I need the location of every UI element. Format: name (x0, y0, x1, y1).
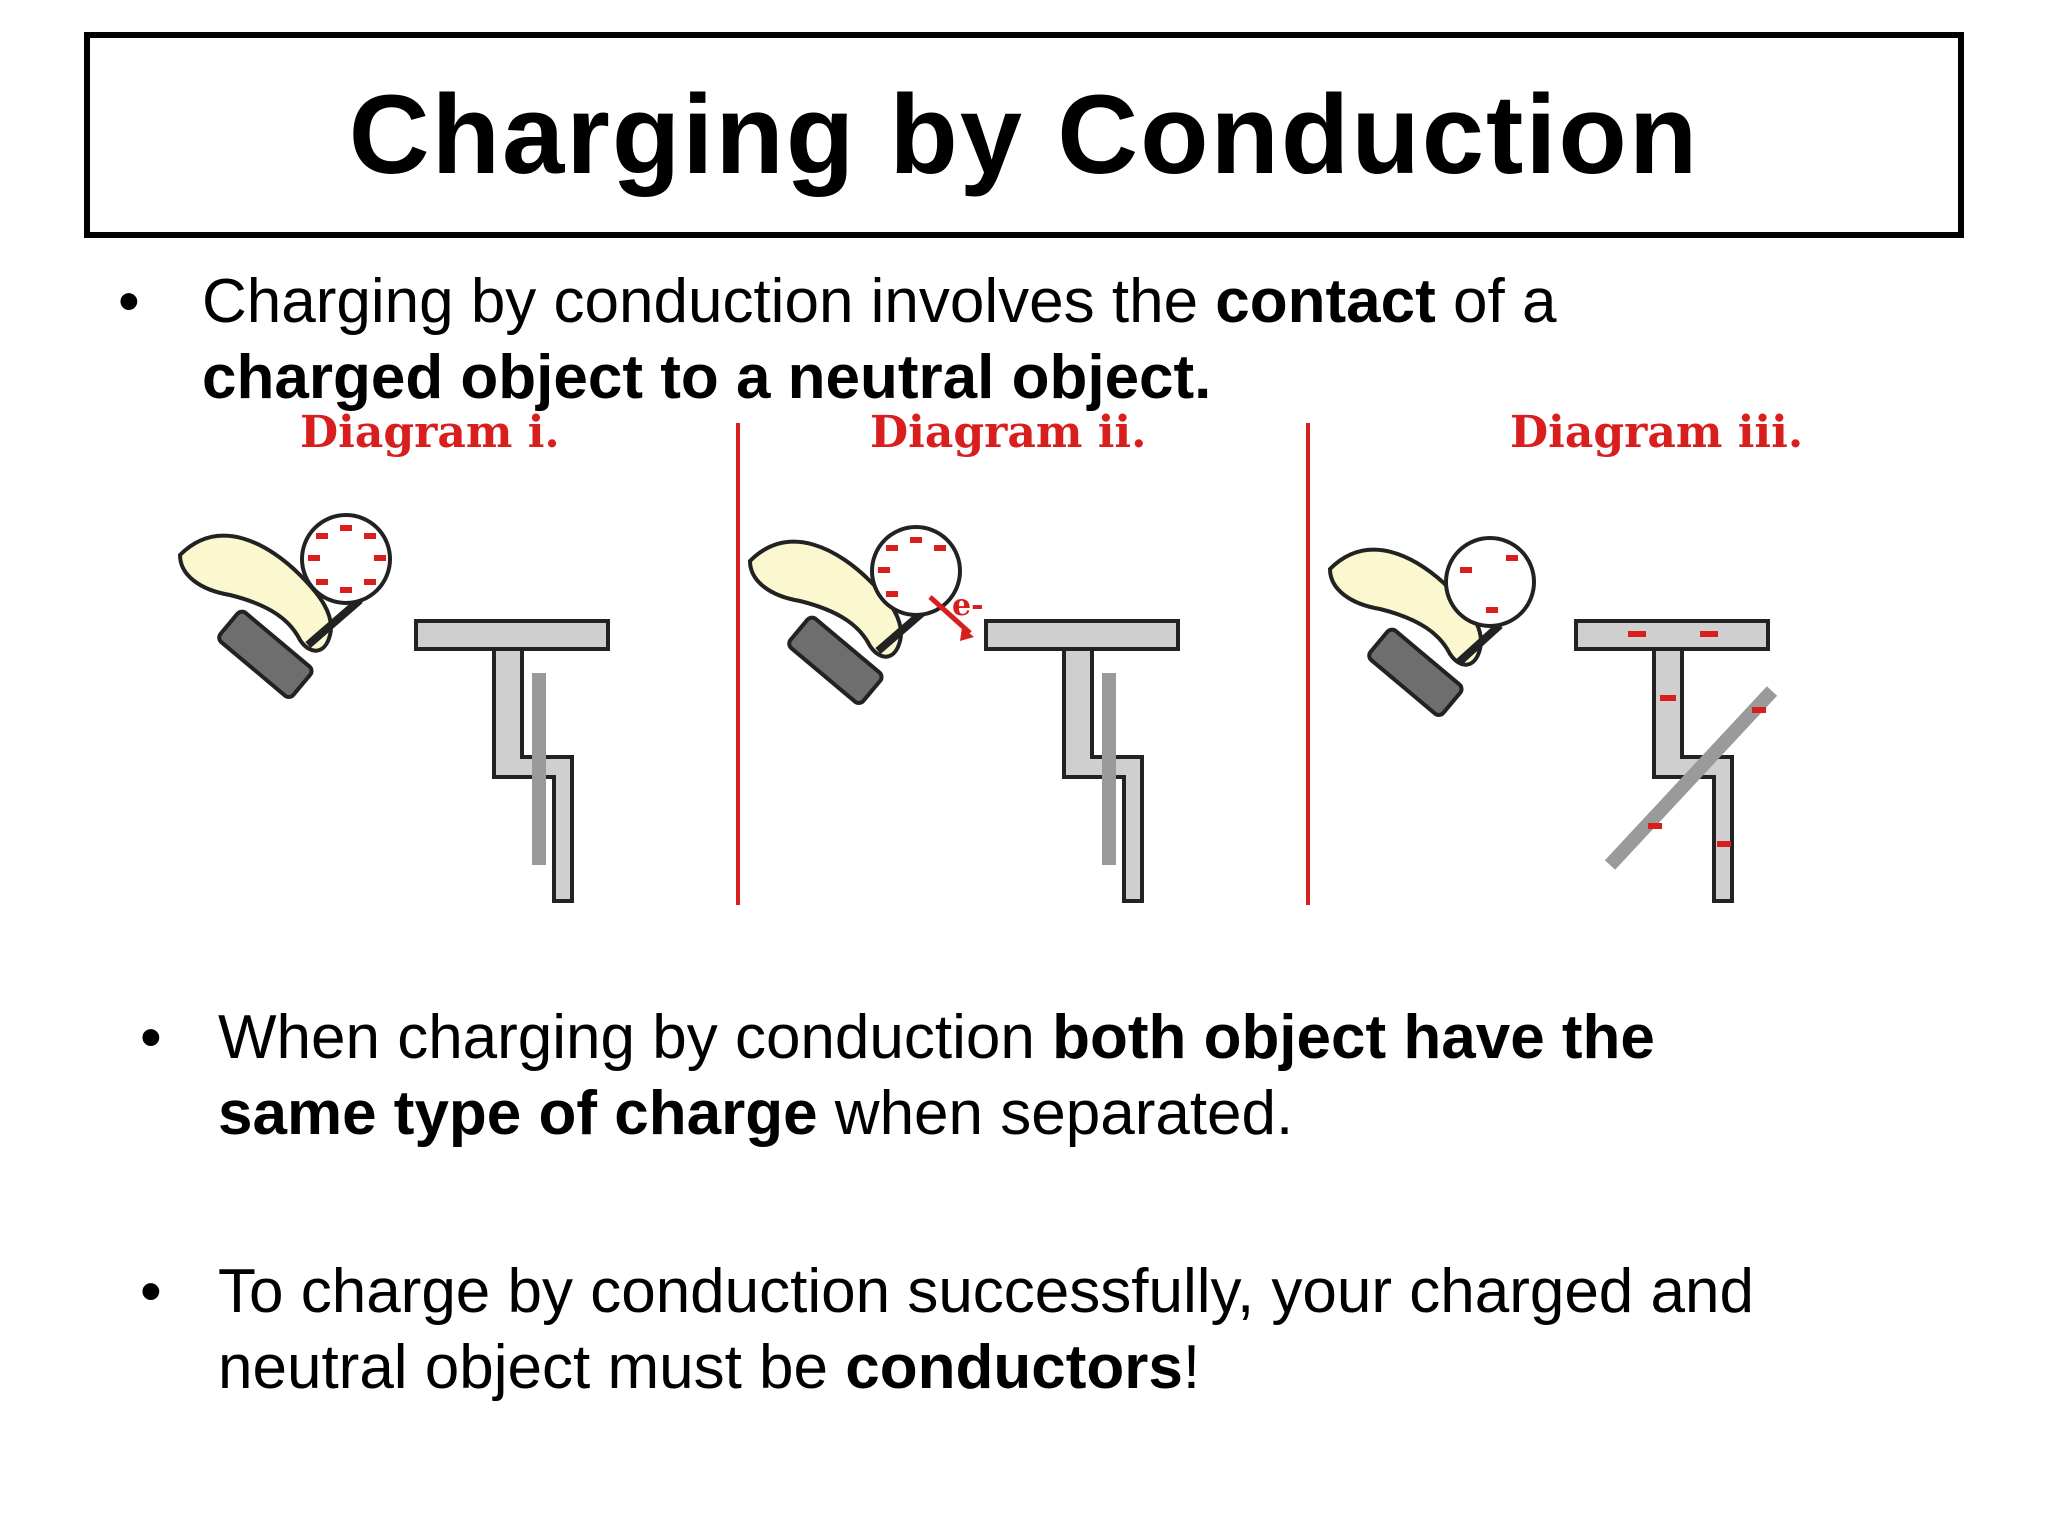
bullet-1: • Charging by conduction involves the co… (118, 264, 1718, 424)
electron-label: e- (952, 588, 984, 623)
diagram-ii-label: Diagram ii. (870, 407, 1146, 458)
diagram-iii-label: Diagram iii. (1510, 407, 1803, 458)
bullet-1-line-2: charged object to a neutral object. (202, 340, 1556, 416)
electroscope-leaf (532, 673, 546, 865)
bullet-1-text-c: of a (1435, 267, 1557, 336)
rod-handle (1367, 627, 1464, 717)
electroscope (984, 619, 1180, 903)
negative-charges (1460, 555, 1518, 613)
diagram-ii: Diagram ii. e- (747, 407, 1180, 903)
electroscope-leaf (1604, 686, 1778, 870)
electroscope-charges (1628, 631, 1766, 847)
bullet-1-text-d: charged object to a neutral object. (202, 343, 1212, 412)
bullet-2-text-a: When charging by conduction (218, 1003, 1053, 1072)
diagram-iii: Diagram iii. (1327, 407, 1803, 903)
bullet-3-text-a: To charge by conduction successfully, yo… (218, 1257, 1754, 1326)
slide-title: Charging by Conduction (348, 72, 1700, 197)
bullet-1-line-1: Charging by conduction involves the cont… (202, 264, 1556, 340)
hand-icon (177, 533, 333, 653)
bullet-2-text-d: when separated. (817, 1079, 1294, 1148)
bullet-2-line-2: same type of charge when separated. (218, 1076, 1655, 1152)
title-box: Charging by Conduction (84, 32, 1964, 238)
bullet-marker: • (140, 1003, 162, 1072)
electron-arrow (928, 595, 972, 635)
electroscope (1574, 619, 1770, 903)
bullet-3: • To charge by conduction successfully, … (140, 1254, 1940, 1414)
bullet-2-text-c: same type of charge (218, 1079, 818, 1148)
bullet-3-line-1: To charge by conduction successfully, yo… (218, 1254, 1754, 1330)
bullet-1-text-a: Charging by conduction involves the (202, 267, 1216, 336)
bullet-3-text-d: ! (1182, 1333, 1201, 1402)
bullet-3-text-c: conductors (845, 1333, 1183, 1402)
negative-charges (878, 537, 946, 597)
rod-handle (787, 615, 884, 705)
rod-handle (217, 609, 314, 699)
diagram-i-label: Diagram i. (300, 407, 560, 458)
hand-icon (747, 539, 903, 659)
negative-charges (308, 525, 386, 593)
bullet-marker: • (140, 1257, 162, 1326)
bullet-1-text-b: contact (1215, 267, 1436, 336)
bullet-marker: • (118, 267, 140, 336)
bullet-2-line-1: When charging by conduction both object … (218, 1000, 1655, 1076)
electroscope (414, 619, 610, 903)
diagram-i: Diagram i. (177, 407, 610, 903)
conduction-diagrams: Diagram i. Diagram ii. (177, 407, 1803, 905)
rod (305, 596, 363, 649)
bullet-3-text-b: neutral object must be (218, 1333, 846, 1402)
bullet-3-line-2: neutral object must be conductors! (218, 1330, 1754, 1406)
bullet-2-text-b: both object have the (1052, 1003, 1655, 1072)
bullet-2: • When charging by conduction both objec… (140, 1000, 1840, 1160)
rod (1455, 622, 1503, 666)
hand-icon (1327, 547, 1483, 667)
electroscope-leaf (1102, 673, 1116, 865)
